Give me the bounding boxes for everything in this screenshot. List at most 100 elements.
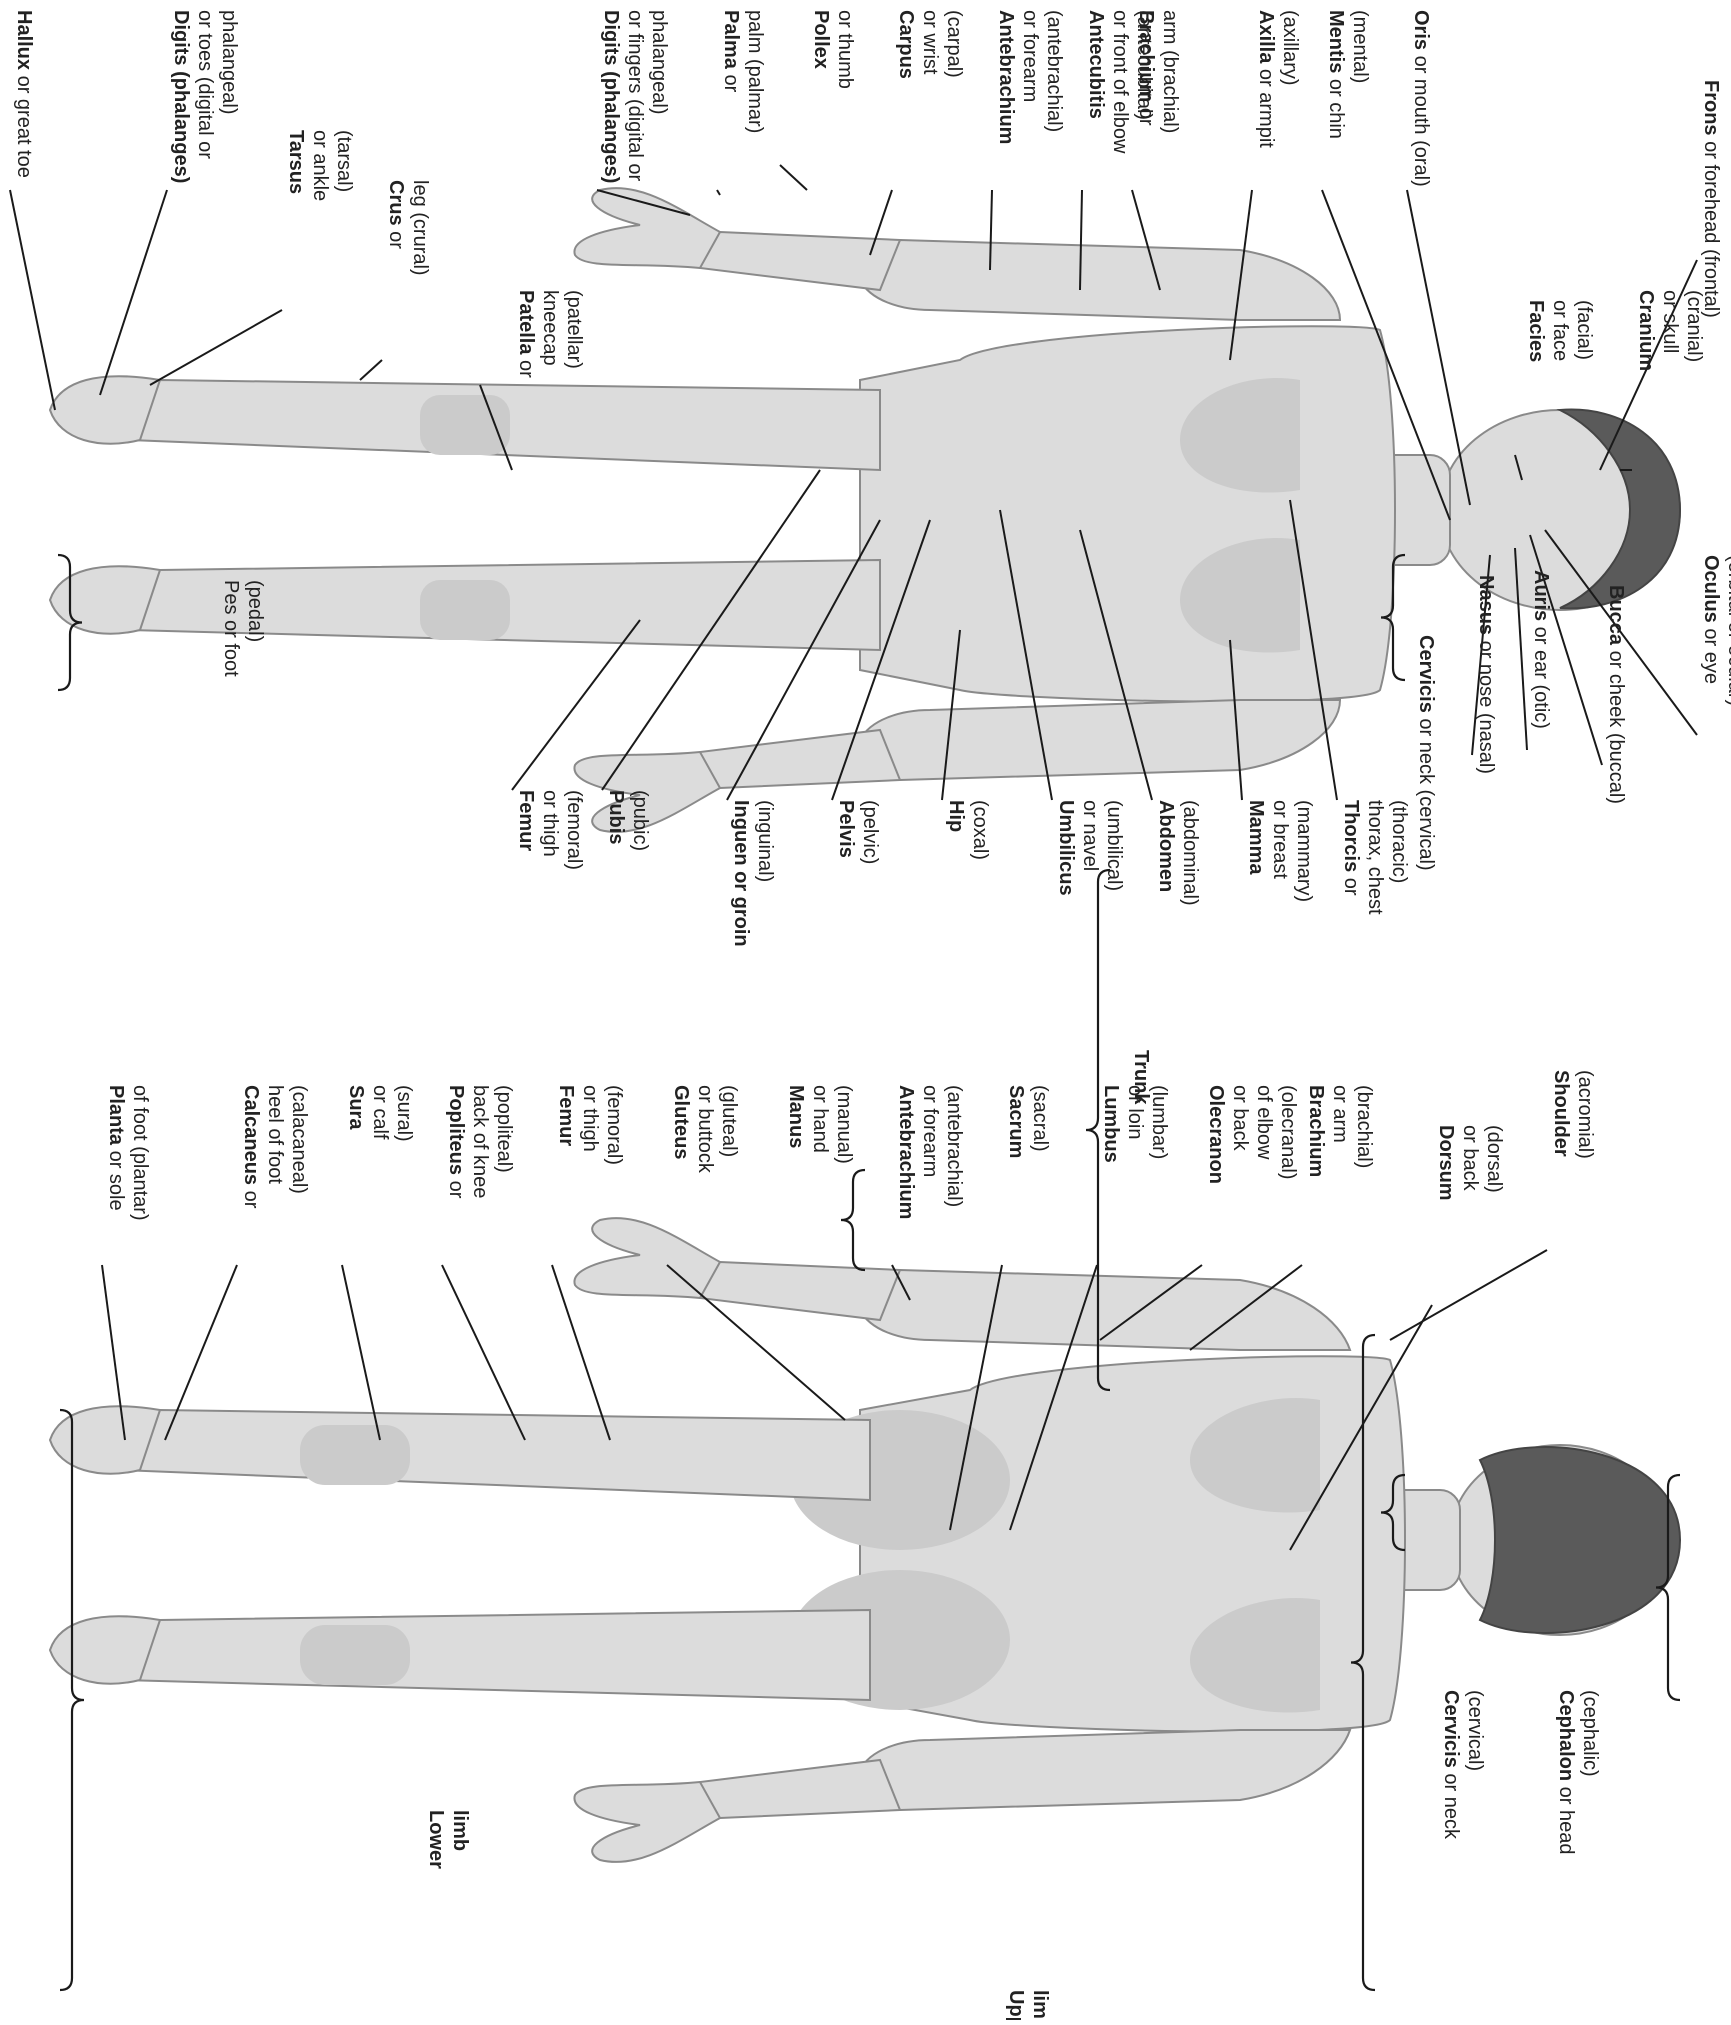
- label-term: Axilla: [1255, 10, 1277, 64]
- svg-text:Palma or: Palma or: [720, 10, 742, 93]
- label-term: Popliteus: [445, 1085, 467, 1175]
- svg-text:Olecranon: Olecranon: [1205, 1085, 1227, 1184]
- label-term: Nasus: [1475, 575, 1497, 635]
- svg-text:Nasus or nose (nasal): Nasus or nose (nasal): [1475, 575, 1497, 774]
- label-text: or: [720, 69, 742, 93]
- label-text: or: [240, 1185, 262, 1209]
- anterior-label-9: Carpusor wrist(carpal): [895, 10, 965, 79]
- anterior-label-17: Hallux or great toe: [13, 10, 35, 178]
- label-term: Crus: [385, 180, 407, 226]
- svg-text:Manus: Manus: [785, 1085, 807, 1148]
- label-subline: (abdominal): [1179, 800, 1201, 906]
- svg-text:Umbilicus: Umbilicus: [1055, 800, 1077, 896]
- svg-text:Pelvis: Pelvis: [835, 800, 857, 858]
- label-term: Palma: [720, 10, 742, 70]
- posterior-label-5: Antebrachiumor forearm(antebrachial): [895, 1085, 965, 1219]
- anterior-label-8: Antebrachiumor forearm(antebrachial): [995, 10, 1065, 144]
- anterior-label-24: Mammaor breast(mammary): [1245, 800, 1315, 902]
- label-subline: (sacral): [1029, 1085, 1051, 1152]
- label-term: Shoulder: [1550, 1070, 1572, 1157]
- svg-text:Axilla or armpit: Axilla or armpit: [1255, 10, 1277, 148]
- svg-text:Oculus or eye: Oculus or eye: [1700, 555, 1722, 684]
- label-subline: or breast: [1269, 800, 1291, 879]
- label-subline: or front of elbow: [1109, 10, 1131, 154]
- svg-text:Inguen or groin: Inguen or groin: [730, 800, 752, 947]
- svg-text:Frons or forehead (frontal): Frons or forehead (frontal): [1700, 80, 1722, 318]
- label-subline: (inguinal): [754, 800, 776, 882]
- anterior-leader-10: [780, 165, 807, 190]
- label-subline: or buttock: [694, 1085, 716, 1174]
- label-term: Tarsus: [285, 130, 307, 194]
- label-subline: or fingers (digital or: [624, 10, 646, 182]
- label-subline: (pedal): [244, 580, 266, 642]
- label-subline: or face: [1549, 300, 1571, 361]
- svg-text:Thorcis or: Thorcis or: [1340, 800, 1362, 896]
- label-term: Hallux: [13, 10, 35, 70]
- label-text: or: [445, 1175, 467, 1199]
- svg-text:Pes or foot: Pes or foot: [220, 580, 242, 677]
- label-term: Sura: [345, 1085, 367, 1130]
- label-subline: (antebrachial): [943, 1085, 965, 1207]
- label-subline: (patellar): [563, 290, 585, 369]
- anterior-label-22: Cervicis or neck (cervical): [1415, 635, 1437, 871]
- label-text: or chin: [1325, 73, 1347, 139]
- svg-text:Digits (phalanges): Digits (phalanges): [170, 10, 192, 183]
- label-term: Calcaneus: [240, 1085, 262, 1185]
- label-term: Dorsum: [1435, 1125, 1457, 1201]
- label-term: Pubis: [605, 790, 627, 844]
- label-subline: (popliteal): [493, 1085, 515, 1173]
- label-term: Planta: [105, 1085, 127, 1146]
- svg-text:Lumbus: Lumbus: [1100, 1085, 1122, 1163]
- label-term: Oculus: [1700, 555, 1722, 623]
- anterior-label-25: Abdomen(abdominal): [1155, 800, 1201, 906]
- label-subline: or calf: [369, 1085, 391, 1140]
- svg-text:Antecubitis: Antecubitis: [1085, 10, 1107, 119]
- label-subline: (manual): [833, 1085, 855, 1164]
- label-subline: or arm: [1329, 1085, 1351, 1143]
- label-term: Thorcis: [1340, 800, 1362, 872]
- label-term: Inguen or groin: [730, 800, 752, 947]
- svg-text:Pollex: Pollex: [810, 10, 832, 69]
- svg-text:Upper: Upper: [1005, 1990, 1027, 2020]
- label-term: Pollex: [810, 10, 832, 69]
- svg-text:Mentis or chin: Mentis or chin: [1325, 10, 1347, 139]
- label-subline: or navel: [1079, 800, 1101, 871]
- svg-text:Cephalon or head: Cephalon or head: [1555, 1690, 1577, 1855]
- label-subline: (coxal): [969, 800, 991, 860]
- anterior-label-19: Bucca or cheek (buccal): [1605, 585, 1627, 804]
- label-subline: phalangeal): [648, 10, 670, 115]
- label-subline: (antebrachial): [1043, 10, 1065, 132]
- label-subline: (axillary): [1279, 10, 1301, 86]
- anterior-label-28: Pelvis(pelvic): [835, 800, 881, 864]
- label-term: Bucca: [1605, 585, 1627, 646]
- label-term: Oris: [1410, 10, 1432, 50]
- label-text: or great toe: [13, 70, 35, 178]
- label-text: or neck: [1440, 1768, 1462, 1840]
- svg-text:Auris or ear (otic): Auris or ear (otic): [1530, 570, 1552, 729]
- anterior-label-29: Inguen or groin(inguinal): [730, 800, 776, 947]
- label-term: Manus: [785, 1085, 807, 1148]
- label-subline: (pelvic): [859, 800, 881, 864]
- anterior-label-13: Patella orkneecap(patellar): [515, 290, 585, 378]
- svg-text:Abdomen: Abdomen: [1155, 800, 1177, 892]
- label-subline: (gluteal): [718, 1085, 740, 1157]
- label-text: or armpit: [1255, 63, 1277, 148]
- label-subline: (thoracic): [1388, 800, 1410, 883]
- anterior-label-15: Tarsusor ankle(tarsal): [285, 130, 355, 201]
- svg-text:limb: limb: [449, 1810, 471, 1851]
- label-subline: or back: [1459, 1125, 1481, 1192]
- anterior-label-3: Oris or mouth (oral): [1410, 10, 1432, 187]
- anterior-label-21: Nasus or nose (nasal): [1475, 575, 1497, 774]
- svg-text:Oris or mouth (oral): Oris or mouth (oral): [1410, 10, 1432, 187]
- anterior-leader-16: [100, 190, 167, 395]
- label-term: Sacrum: [1005, 1085, 1027, 1158]
- label-term: Olecranon: [1205, 1085, 1227, 1184]
- lower-limb-brace: [60, 1410, 84, 1990]
- anterior-label-27: Hip(coxal): [945, 800, 991, 860]
